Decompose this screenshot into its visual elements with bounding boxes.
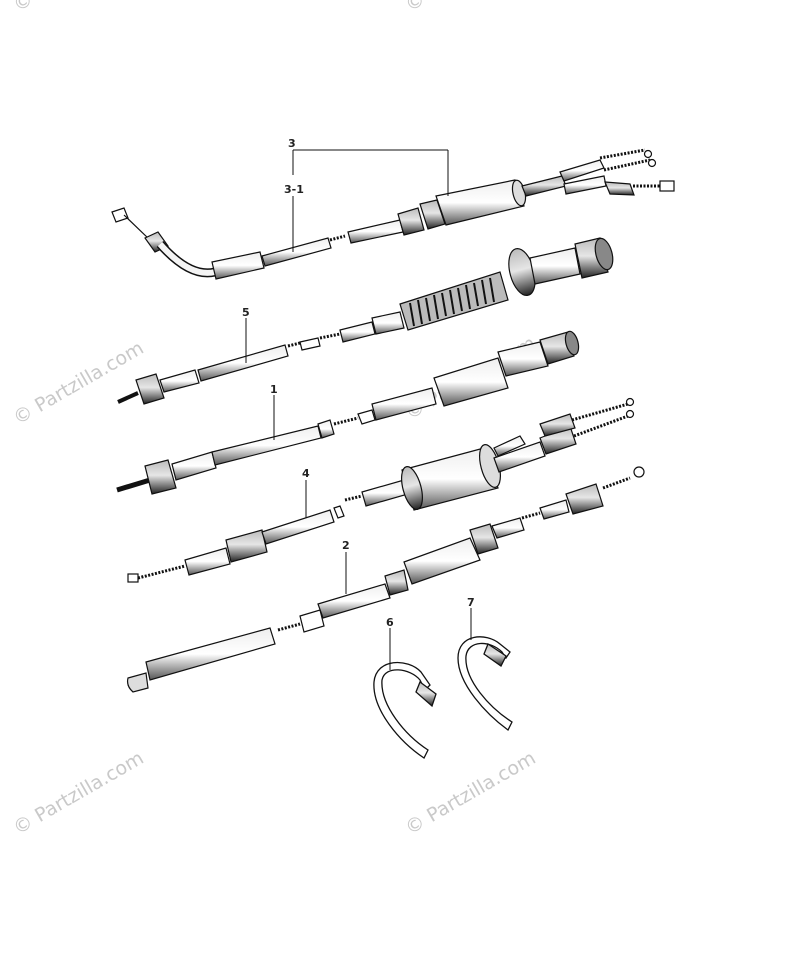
callout-5: 5 [242, 306, 250, 319]
callout-6: 6 [386, 616, 394, 629]
cable-5[interactable] [117, 236, 616, 405]
callout-3-1: 3-1 [284, 183, 304, 196]
watermark-left-edge: © Partzilla.com [10, 0, 148, 16]
callout-1: 1 [270, 383, 278, 396]
watermark-left-bottom: © Partzilla.com [10, 747, 148, 839]
clamp-7[interactable] [457, 608, 513, 731]
callout-4: 4 [302, 467, 310, 480]
cable-3[interactable] [111, 148, 675, 280]
callout-lines-3 [292, 149, 449, 252]
cable-2[interactable] [126, 466, 645, 693]
clamp-6[interactable] [373, 628, 437, 759]
cable-4[interactable] [127, 397, 635, 583]
watermark-center-edge: © Partzilla.com [402, 0, 540, 16]
callout-2: 2 [342, 539, 350, 552]
cable-1[interactable] [116, 330, 581, 495]
callout-7: 7 [467, 596, 475, 609]
watermark-left-top: © Partzilla.com [10, 337, 148, 429]
watermark-center-bottom: © Partzilla.com [402, 747, 540, 839]
callout-3: 3 [288, 137, 296, 150]
